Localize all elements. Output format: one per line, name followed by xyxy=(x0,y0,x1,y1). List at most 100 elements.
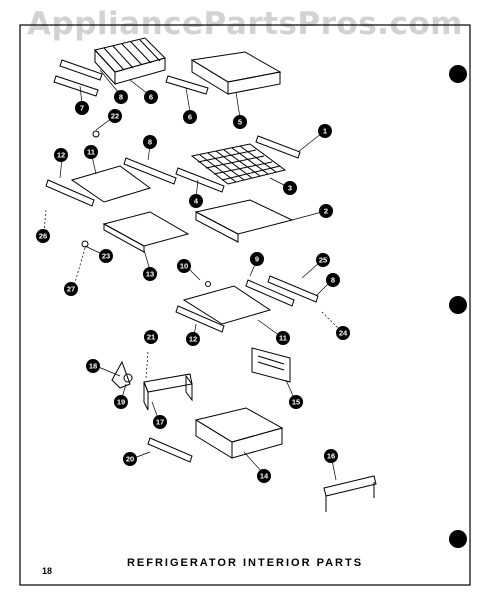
svg-text:18: 18 xyxy=(89,362,97,371)
shelf-frame-right-drawing xyxy=(194,199,294,243)
screw-23 xyxy=(81,240,89,248)
svg-text:6: 6 xyxy=(149,93,153,102)
part-drawings xyxy=(43,37,377,512)
control-panel-drawing xyxy=(251,347,291,383)
part-15-callout: 15 xyxy=(289,395,303,409)
part-8-callout: 8 xyxy=(143,135,157,149)
part-11-callout: 11 xyxy=(84,145,98,159)
svg-text:14: 14 xyxy=(260,472,269,481)
svg-text:5: 5 xyxy=(238,118,242,127)
crisper-pan-bottom-drawing xyxy=(194,407,284,459)
shelf-trim-upper xyxy=(123,157,177,185)
hub-19 xyxy=(123,373,133,383)
svg-text:20: 20 xyxy=(126,455,134,464)
svg-text:24: 24 xyxy=(339,329,348,338)
clip-10 xyxy=(205,281,211,287)
svg-text:12: 12 xyxy=(57,151,65,160)
part-22-callout: 22 xyxy=(108,109,122,123)
callout-group: 8 6 7 6 5 22 1 12 11 8 4 3 2 26 23 13 27… xyxy=(36,90,350,483)
part-14-callout: 14 xyxy=(257,469,271,483)
basket-rail-upper xyxy=(59,59,103,81)
svg-text:13: 13 xyxy=(146,270,154,279)
shelf-front-trim-upper xyxy=(45,179,95,207)
svg-text:7: 7 xyxy=(80,104,84,113)
part-25-callout: 25 xyxy=(316,253,330,267)
shelf-rail-1 xyxy=(255,135,301,159)
part-24-callout: 24 xyxy=(336,326,350,340)
svg-text:19: 19 xyxy=(117,398,125,407)
shelf-rail-4 xyxy=(175,167,225,193)
part-16-callout: 16 xyxy=(324,449,338,463)
cone-part xyxy=(111,360,131,389)
screw-22 xyxy=(92,130,100,138)
part-6-callout: 6 xyxy=(144,90,158,104)
shelf-trim-mid xyxy=(245,279,295,307)
part-7-callout: 7 xyxy=(75,101,89,115)
part-11-callout: 11 xyxy=(276,331,290,345)
svg-text:21: 21 xyxy=(147,333,155,342)
part-23-callout: 23 xyxy=(99,249,113,263)
svg-text:9: 9 xyxy=(255,255,259,264)
basket-rail-lower xyxy=(53,75,99,97)
svg-text:8: 8 xyxy=(331,276,335,285)
binder-hole-top xyxy=(449,65,467,83)
part-6-callout: 6 xyxy=(183,110,197,124)
svg-text:27: 27 xyxy=(67,285,75,294)
part-1-callout: 1 xyxy=(318,124,332,138)
crisper-pan-top-drawing xyxy=(190,51,282,95)
wire-shelf-drawing xyxy=(190,143,287,185)
shelf-frame-left-drawing xyxy=(102,211,190,253)
svg-text:3: 3 xyxy=(288,184,292,193)
svg-text:12: 12 xyxy=(189,335,197,344)
site-watermark: AppliancePartsPros.com xyxy=(27,6,463,42)
part-10-callout: 10 xyxy=(177,259,191,273)
svg-text:23: 23 xyxy=(102,252,110,261)
glass-shelf-mid xyxy=(182,285,272,325)
part-2-callout: 2 xyxy=(319,204,333,218)
shelf-front-trim-mid xyxy=(175,305,225,333)
svg-text:25: 25 xyxy=(319,256,327,265)
svg-text:1: 1 xyxy=(323,127,327,136)
leader-lines xyxy=(43,69,341,481)
svg-text:11: 11 xyxy=(279,334,287,343)
part-8-callout: 8 xyxy=(326,273,340,287)
part-27-callout: 27 xyxy=(64,282,78,296)
part-8-callout: 8 xyxy=(114,90,128,104)
svg-text:8: 8 xyxy=(148,138,152,147)
svg-text:16: 16 xyxy=(327,452,335,461)
part-21-callout: 21 xyxy=(144,330,158,344)
svg-text:4: 4 xyxy=(194,197,199,206)
svg-text:15: 15 xyxy=(292,398,300,407)
part-18-callout: 18 xyxy=(86,359,100,373)
part-13-callout: 13 xyxy=(143,267,157,281)
shelf-rail-mid xyxy=(267,275,319,303)
bottom-bracket-drawing xyxy=(323,475,377,512)
svg-text:2: 2 xyxy=(324,207,328,216)
svg-text:10: 10 xyxy=(180,262,188,271)
part-19-callout: 19 xyxy=(114,395,128,409)
part-4-callout: 4 xyxy=(189,194,203,208)
bracket-drawing xyxy=(143,373,193,411)
part-17-callout: 17 xyxy=(153,415,167,429)
binder-hole-bottom xyxy=(449,530,467,548)
svg-text:11: 11 xyxy=(87,148,95,157)
part-12-callout: 12 xyxy=(186,332,200,346)
page-number: 18 xyxy=(42,566,53,576)
bottom-rail xyxy=(147,437,193,463)
svg-text:26: 26 xyxy=(39,232,47,241)
part-5-callout: 5 xyxy=(233,115,247,129)
svg-text:22: 22 xyxy=(111,112,119,121)
binder-hole-middle xyxy=(449,296,467,314)
part-26-callout: 26 xyxy=(36,229,50,243)
part-3-callout: 3 xyxy=(283,181,297,195)
svg-text:6: 6 xyxy=(188,113,192,122)
pan-rail xyxy=(165,75,209,95)
glass-shelf-upper xyxy=(70,165,152,203)
part-12-callout: 12 xyxy=(54,148,68,162)
svg-text:8: 8 xyxy=(119,93,123,102)
page-border xyxy=(19,24,471,586)
svg-text:17: 17 xyxy=(156,418,164,427)
part-20-callout: 20 xyxy=(123,452,137,466)
wire-basket-drawing xyxy=(94,37,166,86)
